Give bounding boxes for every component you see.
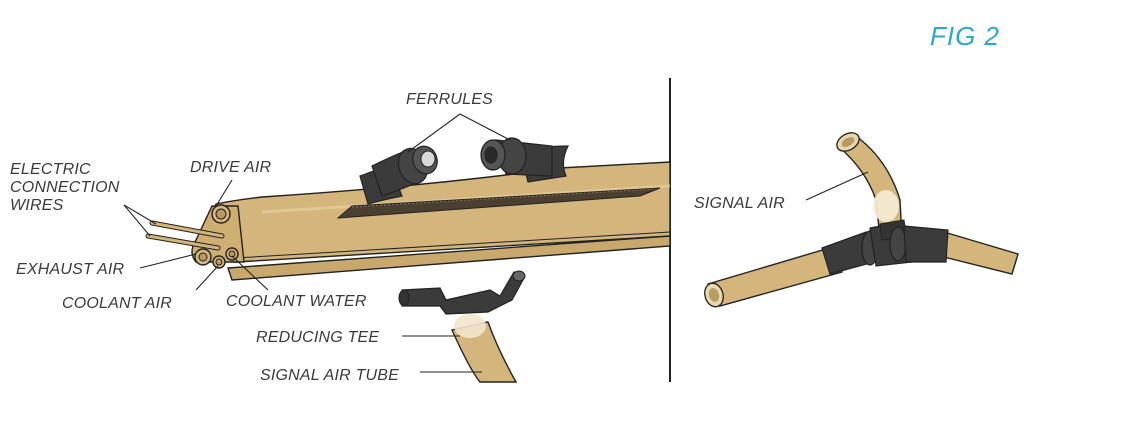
ferrule-left [371, 145, 438, 197]
label-signal-air-tube: SIGNAL AIR TUBE [260, 367, 399, 384]
main-tube-left [706, 245, 843, 307]
label-coolant-water: COOLANT WATER [226, 293, 367, 310]
label-electric-2: CONNECTION [10, 179, 120, 196]
left-leader-lines [123, 113, 511, 373]
reducing-tee-assembly [398, 270, 526, 383]
figure-label: FIG 2 [930, 21, 1000, 51]
main-tube-right [939, 231, 1019, 275]
main-hose-bundle [145, 145, 671, 281]
label-ferrules: FERRULES [406, 91, 493, 108]
label-electric-1: ELECTRIC [10, 161, 91, 178]
reducing-tee [401, 271, 525, 315]
hose-slit [336, 187, 661, 219]
label-exhaust-air: EXHAUST AIR [16, 261, 125, 278]
label-electric-3: WIRES [10, 197, 64, 214]
seam-line [235, 231, 671, 259]
leader-signal-air [805, 171, 869, 201]
label-coolant-air: COOLANT AIR [62, 295, 172, 312]
label-drive-air: DRIVE AIR [190, 159, 271, 176]
electric-wires [145, 220, 225, 251]
label-signal-air: SIGNAL AIR [694, 195, 785, 212]
tee-connection [704, 132, 1019, 308]
tee-ferrule-right [903, 225, 949, 263]
coolant-water-tube [227, 235, 671, 281]
label-reducing-tee: REDUCING TEE [256, 329, 379, 346]
ferrule-right [480, 137, 553, 177]
